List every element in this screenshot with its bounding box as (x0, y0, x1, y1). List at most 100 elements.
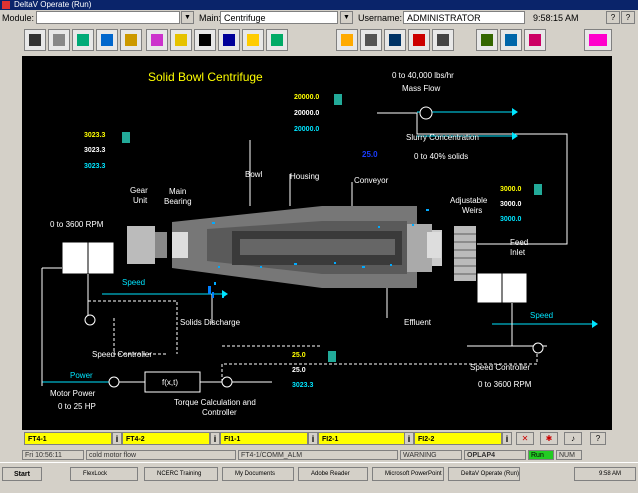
diagnostics-tool[interactable] (408, 29, 430, 51)
alarm-banner: FT4-1 i FT4-2 i FI1-1 i FI2-1 i FI2-2 i … (0, 430, 638, 448)
help-button[interactable]: ? (621, 11, 635, 24)
bottom-value-1: 25.0 (292, 352, 306, 359)
unit-label: Unit (133, 196, 148, 205)
conveyor-label: Conveyor (354, 176, 389, 185)
main-dropdown-icon[interactable]: ▼ (340, 11, 353, 24)
display-title: Solid Bowl Centrifuge (148, 70, 263, 84)
torque-label-1: Torque Calculation and (174, 398, 256, 407)
acknowledge-icon[interactable]: ✱ (540, 432, 558, 445)
power-label: Power (70, 371, 93, 380)
centrifuge-graphic (41, 94, 598, 393)
solids-range: 0 to 40% solids (414, 152, 469, 161)
toolbar (0, 26, 638, 56)
mass-flow-label: Mass Flow (402, 84, 441, 93)
speed-controller-right-label: Speed Controller (470, 363, 531, 372)
exit-tool[interactable] (524, 29, 546, 51)
bowl-label: Bowl (245, 170, 263, 179)
trend-tool[interactable] (384, 29, 406, 51)
status-run: Run (528, 450, 554, 460)
help-arrow-button[interactable]: ? (606, 11, 620, 24)
alarm-info-button-4[interactable]: i (404, 432, 414, 445)
mass-flow-value-2: 20000.0 (294, 110, 320, 117)
network-tool[interactable] (360, 29, 382, 51)
silence-icon[interactable]: ✕ (516, 432, 534, 445)
right-gutter (612, 56, 638, 430)
alarm-help-button[interactable]: ? (590, 432, 606, 445)
status-message: cold motor flow (86, 450, 236, 460)
module-dropdown-icon[interactable]: ▼ (181, 11, 194, 24)
mass-flow-value-1: 20000.0 (294, 94, 320, 101)
taskbar-item-powerpoint[interactable]: Microsoft PowerPoint - [... (372, 467, 444, 481)
module-label: Module: (2, 13, 35, 23)
alarm-ft4-1[interactable]: FT4-1 (24, 432, 112, 445)
mass-flow-range: 0 to 40,000 lbs/hr (392, 71, 454, 80)
alarm-fi2-1[interactable]: FI2-1 (318, 432, 406, 445)
rpm-right-label: 0 to 3600 RPM (478, 380, 532, 389)
effluent-label: Effluent (404, 318, 431, 327)
housing-label: Housing (290, 172, 320, 181)
username-field[interactable]: ADMINISTRATOR (403, 11, 525, 24)
taskbar-item-flexlock[interactable]: FlexLock (70, 467, 138, 481)
main-bearing-label: Main (169, 187, 187, 196)
faceplate-tool[interactable] (120, 29, 142, 51)
left-gutter (0, 56, 22, 430)
delta-logo (584, 29, 612, 51)
clear-tool[interactable] (336, 29, 358, 51)
list-tool[interactable] (476, 29, 498, 51)
window-tool[interactable] (146, 29, 168, 51)
taskbar-item-ncerc[interactable]: NCERC Training (144, 467, 218, 481)
book-tool[interactable] (266, 29, 288, 51)
alarm-info-button-5[interactable]: i (502, 432, 512, 445)
print-tool[interactable] (48, 29, 70, 51)
speed-right-label: Speed (530, 311, 554, 320)
alarm-info-button-3[interactable]: i (308, 432, 318, 445)
left-value-3: 3023.3 (84, 163, 106, 170)
slurry-concentration-label: Slurry Concentration (406, 133, 479, 142)
fxt-label: f(x,t) (162, 378, 178, 387)
bottom-value-3: 3023.3 (292, 382, 314, 389)
status-warning: WARNING (400, 450, 462, 460)
alarm-fi1-1[interactable]: FI1-1 (220, 432, 308, 445)
taskbar-item-documents[interactable]: My Documents (222, 467, 294, 481)
open-folder-tool[interactable] (170, 29, 192, 51)
main-label: Main: (199, 13, 222, 23)
alarm-info-button-1[interactable]: i (112, 432, 122, 445)
start-button[interactable]: Start (2, 467, 42, 481)
status-num: NUM (556, 450, 582, 460)
right-value-1: 3000.0 (500, 186, 522, 193)
alarm-info-button-2[interactable]: i (210, 432, 220, 445)
window-titlebar: DeltaV Operate (Run) (0, 0, 638, 10)
back-arrow-tool[interactable] (194, 29, 216, 51)
frame-tool[interactable] (218, 29, 240, 51)
motor-range-label: 0 to 25 HP (58, 402, 96, 411)
username-label: Username: (358, 13, 403, 23)
status-bar: Fri 10:56:11 cold motor flow FT4-1/COMM_… (0, 448, 638, 462)
weirs-label: Weirs (462, 206, 483, 215)
display-tool[interactable] (96, 29, 118, 51)
main-field[interactable]: Centrifuge (220, 11, 338, 24)
taskbar-item-deltav[interactable]: DeltaV Operate (Run) (448, 467, 520, 481)
taskbar-clock: 9:58 AM (574, 467, 636, 481)
module-field[interactable] (36, 11, 180, 24)
window-title: DeltaV Operate (Run) (14, 0, 92, 9)
right-value-2: 3000.0 (500, 201, 522, 208)
feed-label: Feed (510, 238, 529, 247)
motor-power-label: Motor Power (50, 389, 96, 398)
start-workspace-tool[interactable] (24, 29, 46, 51)
alarm-fi2-2[interactable]: FI2-2 (414, 432, 502, 445)
alarm-ft4-2[interactable]: FT4-2 (122, 432, 210, 445)
grid-tool[interactable] (500, 29, 522, 51)
status-comm-alarm: FT4-1/COMM_ALM (238, 450, 398, 460)
right-value-3: 3000.0 (500, 216, 522, 223)
torque-label-2: Controller (202, 408, 237, 417)
alarm-summary-tool[interactable] (72, 29, 94, 51)
gear-label: Gear (130, 186, 148, 195)
left-value-1: 3023.3 (84, 132, 106, 139)
taskbar: Start FlexLock NCERC Training My Documen… (0, 462, 638, 493)
bell-tool[interactable] (242, 29, 264, 51)
horn-icon[interactable]: ♪ (564, 432, 582, 445)
taskbar-item-adobe[interactable]: Adobe Reader (298, 467, 368, 481)
log-tool[interactable] (432, 29, 454, 51)
inlet-label: Inlet (510, 248, 526, 257)
speed-controller-left-label: Speed Controller (92, 350, 153, 359)
